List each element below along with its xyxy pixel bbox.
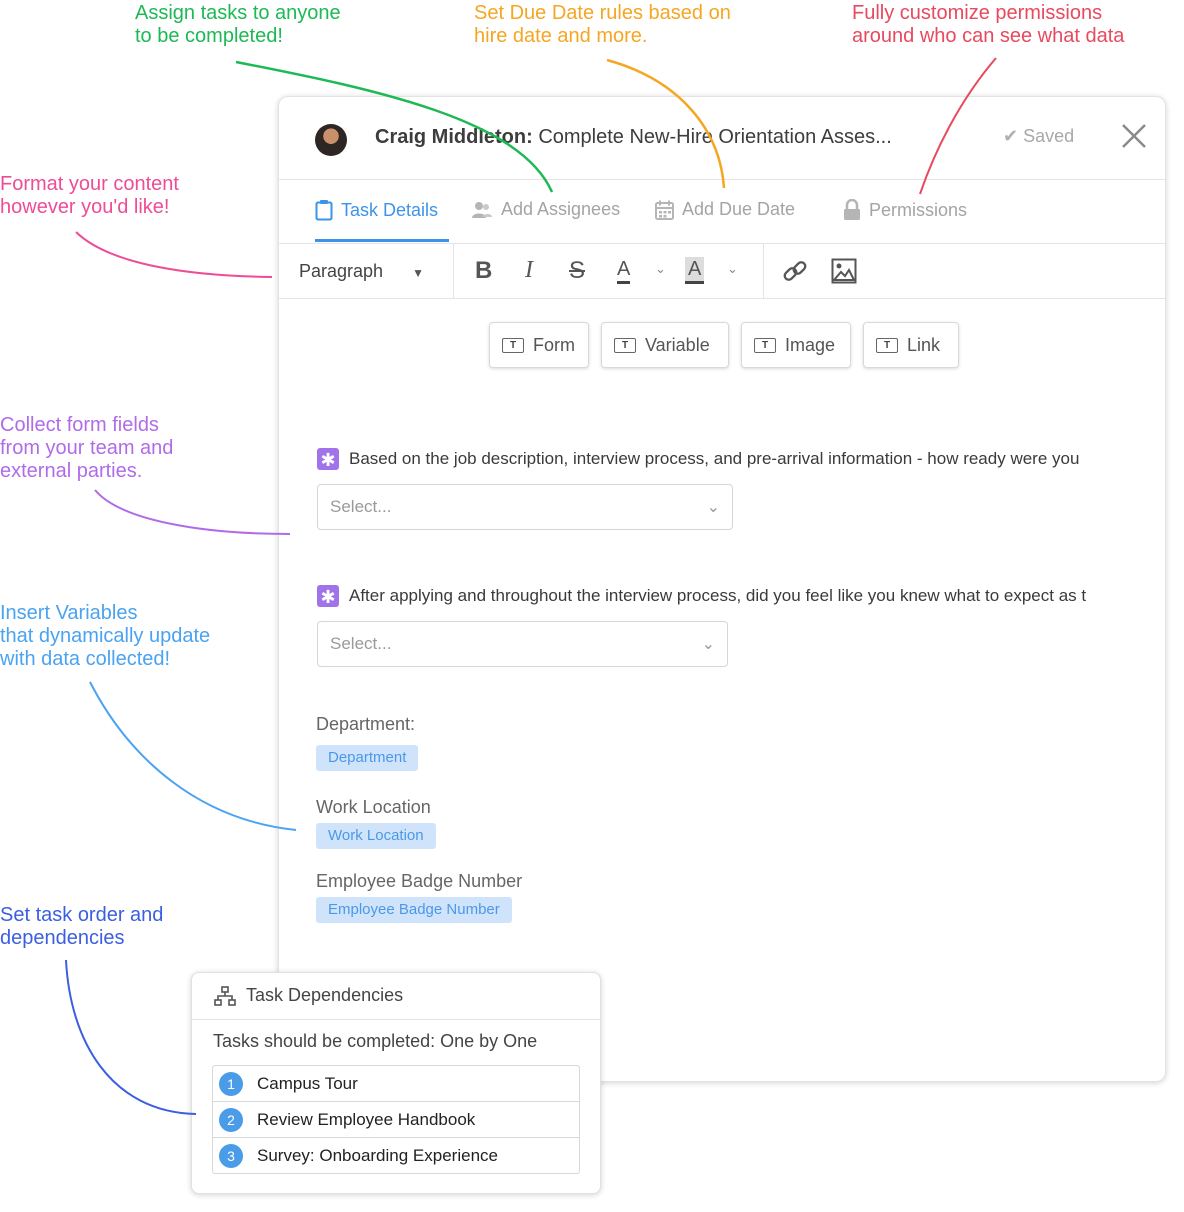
lock-icon — [844, 199, 860, 220]
order-badge: 3 — [219, 1143, 243, 1168]
close-icon[interactable] — [1119, 121, 1149, 151]
select-dropdown[interactable]: Select... ⌄ — [317, 621, 728, 667]
variable-chip[interactable]: Employee Badge Number — [316, 897, 512, 923]
clipboard-icon — [315, 200, 333, 221]
text-icon: T — [502, 337, 524, 353]
users-icon — [472, 201, 492, 218]
font-color-icon[interactable]: A — [617, 257, 631, 284]
button-label: Variable — [645, 334, 710, 355]
select-dropdown[interactable]: Select... ⌄ — [317, 484, 733, 530]
hierarchy-icon — [214, 985, 236, 1006]
calendar-icon — [655, 200, 674, 220]
tab-task-details[interactable]: Task Details — [315, 199, 438, 221]
connector-order — [65, 959, 197, 1115]
saved-status: ✔ Saved — [1003, 126, 1074, 147]
question-text: Based on the job description, interview … — [349, 449, 1080, 468]
insert-form-button[interactable]: T Form — [489, 322, 589, 368]
insert-variable-button[interactable]: T Variable — [601, 322, 729, 368]
connector-format — [75, 231, 273, 278]
check-icon: ✔ — [1003, 126, 1019, 146]
required-icon: ✱ — [317, 448, 339, 470]
active-tab-indicator — [315, 239, 449, 242]
link-icon[interactable] — [781, 257, 809, 285]
paragraph-label: Paragraph — [299, 261, 384, 281]
tab-permissions[interactable]: Permissions — [843, 199, 967, 221]
tab-label: Add Due Date — [682, 199, 796, 219]
chevron-down-icon[interactable]: ⌄ — [727, 261, 738, 276]
connector-variables — [89, 681, 297, 831]
text-icon: T — [876, 337, 898, 353]
dependencies-title: Task Dependencies — [246, 985, 404, 1005]
form-question: ✱ Based on the job description, intervie… — [317, 448, 1079, 470]
select-placeholder: Select... — [330, 497, 392, 516]
tab-label: Task Details — [341, 199, 439, 220]
insert-link-button[interactable]: T Link — [863, 322, 959, 368]
order-badge: 2 — [219, 1107, 243, 1132]
form-question: ✱ After applying and throughout the inte… — [317, 585, 1086, 607]
variable-label: Employee Badge Number — [316, 871, 523, 891]
required-icon: ✱ — [317, 585, 339, 607]
dependencies-list: 1 Campus Tour 2 Review Employee Handbook… — [212, 1065, 580, 1174]
strikethrough-icon[interactable]: S — [569, 257, 586, 284]
list-item[interactable]: 2 Review Employee Handbook — [213, 1102, 579, 1138]
task-title[interactable]: Craig Middleton: Complete New-Hire Orien… — [375, 126, 892, 149]
text-icon: T — [754, 337, 776, 353]
select-placeholder: Select... — [330, 634, 392, 653]
task-card: Craig Middleton: Complete New-Hire Orien… — [278, 96, 1166, 1082]
image-icon[interactable] — [831, 258, 857, 284]
tab-add-assignees[interactable]: Add Assignees — [471, 199, 620, 220]
item-label: Campus Tour — [257, 1073, 358, 1093]
caret-down-icon: ▼ — [412, 266, 424, 280]
button-label: Image — [785, 334, 836, 355]
highlight-color-icon[interactable]: A — [685, 257, 705, 284]
chevron-down-icon[interactable]: ⌄ — [655, 261, 666, 276]
button-label: Link — [907, 334, 941, 355]
question-text: After applying and throughout the interv… — [349, 586, 1087, 605]
task-name: Complete New-Hire Orientation Asses... — [538, 126, 892, 148]
insert-image-button[interactable]: T Image — [741, 322, 851, 368]
text-icon: T — [614, 337, 636, 353]
button-label: Form — [533, 334, 575, 355]
dependencies-header: Task Dependencies — [214, 985, 403, 1006]
tab-add-due-date[interactable]: Add Due Date — [655, 199, 795, 220]
chevron-down-icon: ⌄ — [706, 499, 720, 516]
variable-label: Work Location — [316, 797, 431, 817]
tab-label: Permissions — [869, 199, 968, 220]
avatar — [315, 124, 347, 156]
connector-forms — [94, 489, 291, 535]
task-dependencies-panel: Task Dependencies Tasks should be comple… — [191, 972, 601, 1194]
variable-chip[interactable]: Department — [316, 745, 419, 771]
list-item[interactable]: 1 Campus Tour — [213, 1066, 579, 1102]
order-badge: 1 — [219, 1071, 243, 1096]
paragraph-style-select[interactable]: Paragraph ▼ — [299, 261, 424, 282]
italic-icon[interactable]: I — [525, 257, 533, 283]
item-label: Survey: Onboarding Experience — [257, 1145, 498, 1165]
dependencies-mode[interactable]: Tasks should be completed: One by One — [213, 1031, 538, 1051]
saved-label: Saved — [1023, 126, 1075, 146]
variable-label: Department: — [316, 714, 416, 734]
assignee-name: Craig Middleton: — [375, 126, 533, 148]
chevron-down-icon: ⌄ — [701, 636, 715, 653]
bold-icon[interactable]: B — [475, 257, 493, 284]
variable-chip[interactable]: Work Location — [316, 823, 436, 849]
item-label: Review Employee Handbook — [257, 1109, 476, 1129]
tab-label: Add Assignees — [501, 199, 621, 219]
list-item[interactable]: 3 Survey: Onboarding Experience — [213, 1138, 579, 1173]
